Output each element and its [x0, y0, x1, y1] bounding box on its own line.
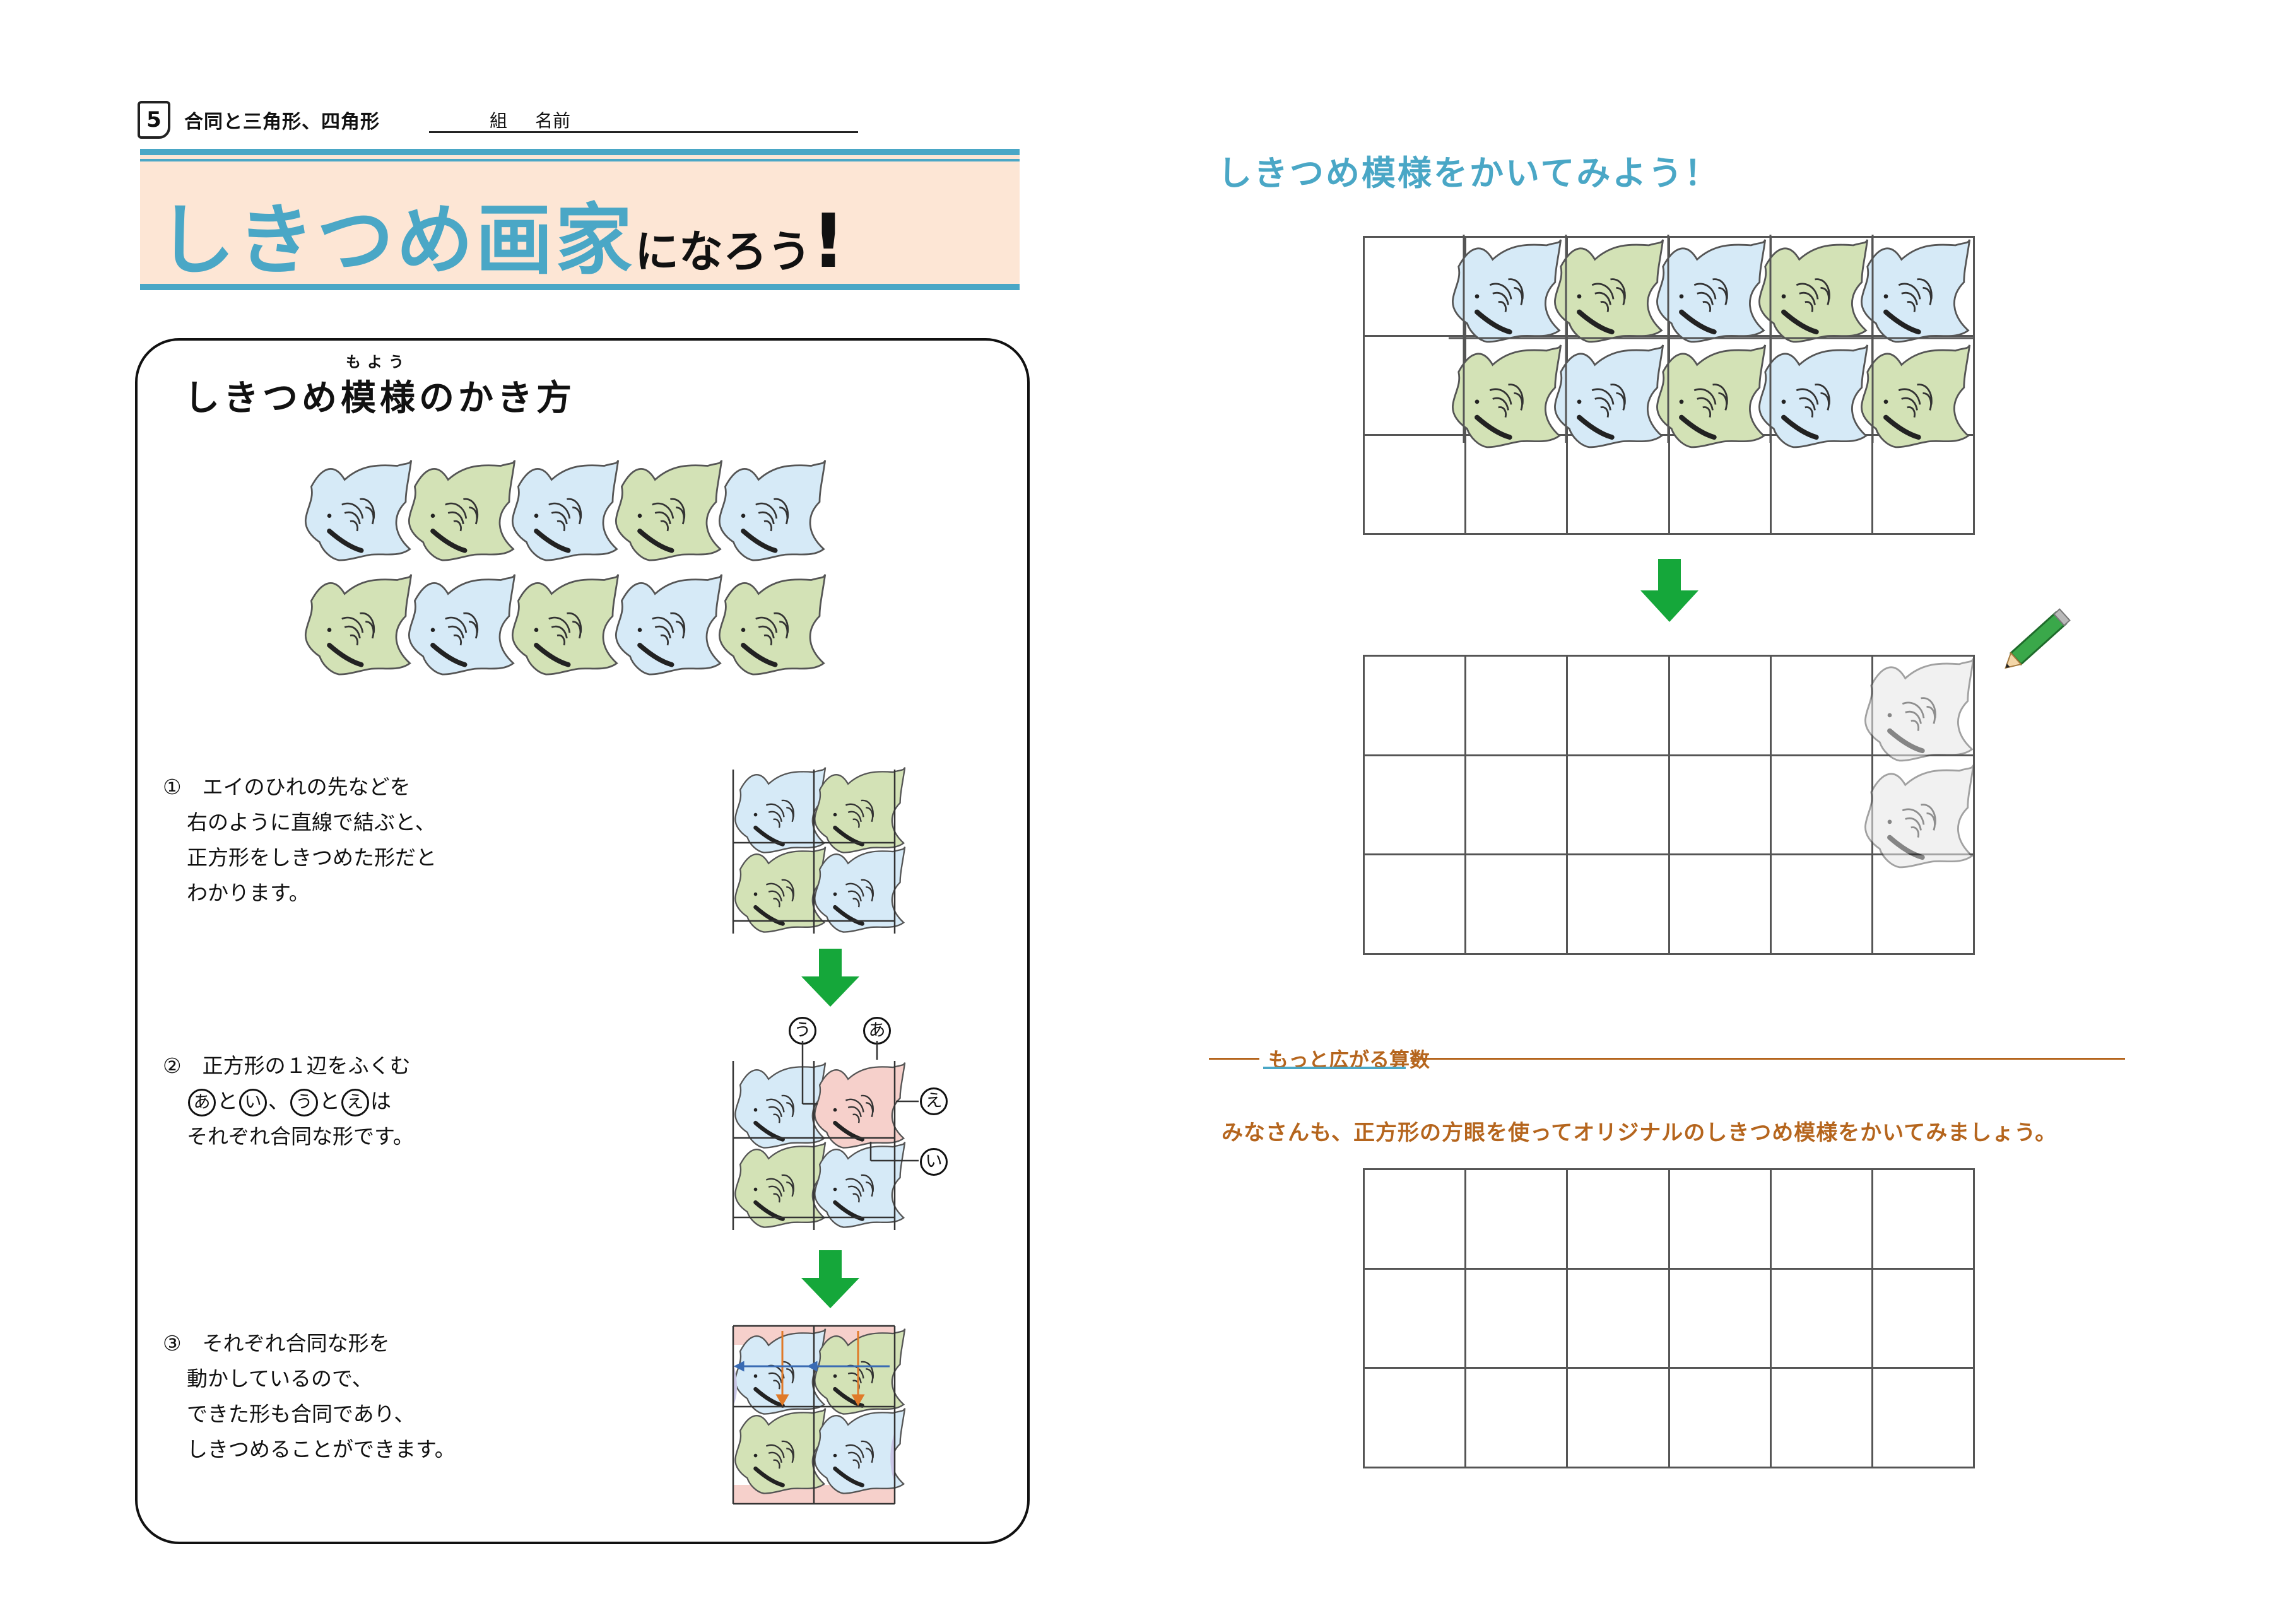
name-field[interactable]: 組 名前 — [429, 106, 858, 133]
step-1-figure — [732, 763, 915, 946]
step-2-figure — [732, 1047, 915, 1230]
square-grid-lines — [732, 1325, 896, 1505]
manta-ray-tile — [409, 575, 514, 674]
manta-ray-tile — [512, 575, 618, 674]
header-rule-left — [1209, 1058, 1259, 1060]
more-instruction: みなさんも、正方形の方眼を使ってオリジナルのしきつめ模様をかいてみましょう。 — [1222, 1120, 2058, 1145]
down-arrow-icon — [801, 1250, 859, 1308]
banner-title-exclamation: ! — [811, 197, 845, 284]
title-banner: しきつめ画家になろう! — [140, 149, 1020, 290]
banner-title-main: しきつめ画家 — [158, 196, 635, 285]
joiner: と — [319, 1089, 340, 1113]
banner-top-bar — [140, 149, 1020, 155]
manta-ray-tile — [1865, 765, 1973, 867]
how-to-title: しきつめ模様のかき方 — [184, 378, 575, 419]
manta-ray-tile — [1759, 345, 1867, 447]
step-1-line: わかります。 — [187, 881, 310, 905]
unit-number: 5 — [146, 107, 162, 132]
step-1-line: ① エイのひれの先などを — [163, 775, 411, 799]
mark-e: え — [341, 1088, 369, 1116]
mark-u: う — [290, 1088, 318, 1116]
manta-ray-tile — [1657, 240, 1765, 342]
tile-row-2 — [305, 575, 825, 674]
step-2-line: ② 正方形の１辺をふくむ — [163, 1053, 411, 1078]
grid-lines-overlay — [1449, 235, 1975, 443]
manta-ray-tile — [719, 460, 825, 560]
down-arrow-icon — [1640, 559, 1698, 622]
manta-ray-tile — [1657, 345, 1765, 447]
tessellation-example — [302, 454, 844, 694]
step-3-line: できた形も合同であり、 — [187, 1402, 415, 1426]
manta-ray-tile — [1861, 345, 1969, 447]
joiner: と — [217, 1089, 238, 1113]
manta-ray-tile — [1759, 240, 1867, 342]
figure-label-e: え — [920, 1087, 948, 1115]
banner-bottom-bar — [140, 284, 1020, 290]
manta-ray-tile — [735, 1409, 825, 1494]
unit-number-badge: 5 — [138, 101, 170, 139]
step-1-text: ① エイのひれの先などを 右のように直線で結ぶと、 正方形をしきつめた形だと わ… — [163, 770, 437, 911]
manta-ray-tile — [1861, 240, 1969, 342]
manta-ray-tile — [1555, 240, 1663, 342]
manta-ray-tile — [735, 847, 825, 932]
step-3-text: ③ それぞれ合同な形を 動かしているので、 できた形も合同であり、 しきつめるこ… — [163, 1326, 456, 1467]
step-2-text: ② 正方形の１辺をふくむ あとい、うとえは それぞれ合同な形です。 — [163, 1048, 414, 1154]
joiner: は — [370, 1089, 391, 1113]
original-design-grid[interactable] — [1363, 1168, 1975, 1468]
down-arrow-icon — [801, 949, 859, 1007]
class-label: 組 — [490, 110, 508, 131]
manta-ray-tile — [305, 460, 411, 560]
manta-ray-tile — [735, 768, 825, 853]
manta-ray-tile — [1865, 659, 1973, 761]
manta-ray-tile — [305, 575, 411, 674]
how-to-card — [135, 338, 1030, 1544]
manta-ray-tile — [1555, 345, 1663, 447]
manta-ray-tile — [409, 460, 514, 560]
manta-ray-tile — [815, 768, 905, 853]
figure-label-i: い — [920, 1148, 948, 1176]
header-rule-right — [1411, 1058, 2125, 1060]
example-tessellation-on-grid — [1449, 235, 1975, 474]
ruby-moyou: もよう — [346, 353, 410, 371]
step-3-line: ③ それぞれ合同な形を — [163, 1331, 390, 1356]
faded-sample-tiles — [1861, 653, 1981, 893]
step-3-line: しきつめることができます。 — [187, 1437, 456, 1462]
manta-ray-tile — [512, 460, 618, 560]
manta-ray-tile — [1452, 240, 1560, 342]
banner-title: しきつめ画家になろう! — [158, 178, 845, 290]
step-1-line: 正方形をしきつめた形だと — [187, 845, 437, 870]
manta-ray-tile — [1452, 345, 1560, 447]
unit-title: 合同と三角形、四角形 — [184, 111, 380, 133]
joiner: 、 — [268, 1089, 289, 1113]
name-label: 名前 — [535, 110, 571, 131]
pencil-icon — [2005, 608, 2071, 669]
banner-top-thin-bar — [140, 159, 1020, 161]
more-label-underline — [1263, 1067, 1406, 1069]
step-3-figure — [732, 1325, 915, 1505]
draw-title: しきつめ模様をかいてみよう！ — [1218, 153, 1721, 193]
manta-ray-tile — [616, 575, 721, 674]
manta-ray-tile — [815, 847, 905, 932]
manta-ray-tile — [719, 575, 825, 674]
step-1-line: 右のように直線で結ぶと、 — [187, 810, 436, 835]
more-section-header: もっと広がる算数 — [1209, 1044, 2125, 1072]
step-3-line: 動かしているので、 — [187, 1366, 373, 1391]
tile-row-1 — [305, 460, 825, 560]
manta-ray-tile — [616, 460, 721, 560]
banner-title-sub: になろう — [635, 226, 811, 278]
step-2-line-marks: あとい、うとえは — [163, 1084, 414, 1119]
mark-i: い — [239, 1088, 267, 1116]
horizontal-arrows — [733, 1361, 890, 1372]
square-grid-lines — [732, 1061, 896, 1230]
square-grid-lines — [732, 770, 896, 934]
step-2-line: それぞれ合同な形です。 — [187, 1124, 414, 1149]
figure-label-leaders — [801, 1041, 919, 1162]
mark-a: あ — [188, 1088, 216, 1116]
